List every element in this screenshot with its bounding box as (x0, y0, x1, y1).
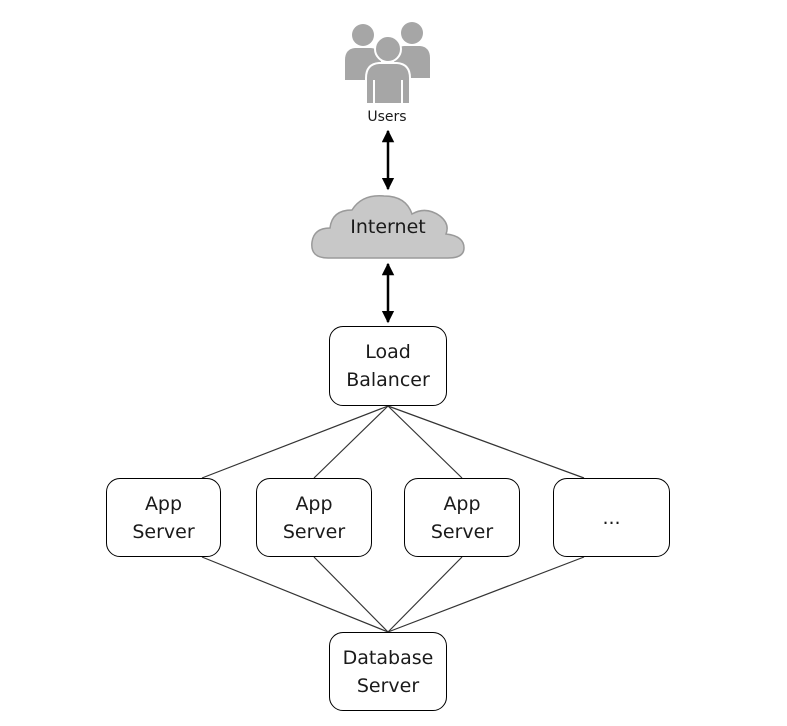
app-server-2-label: App Server (282, 492, 346, 543)
lb-app-server-4-connector (387, 405, 585, 479)
load-balancer-node: Load Balancer (329, 326, 447, 406)
lb-app-server-3-connector (387, 405, 463, 479)
database-server-label: Database Server (342, 646, 434, 697)
lb-app-server-1-connector (201, 405, 389, 479)
database-server-node: Database Server (329, 632, 447, 711)
load-balancer-label: Load Balancer (346, 341, 430, 391)
users-group-icon (345, 22, 430, 105)
app-server-1-node: App Server (106, 478, 221, 557)
app-server-3-label: App Server (430, 492, 494, 543)
app-server-1-label: App Server (132, 492, 195, 543)
app-server-more-label: ... (602, 506, 621, 529)
internet-label: Internet (350, 216, 426, 238)
users-label: Users (367, 109, 407, 125)
app-server-more-node: ... (553, 478, 670, 557)
app-server-2-node: App Server (256, 478, 372, 557)
app-server-3-db-connector (387, 556, 463, 633)
cloud-icon (311, 195, 465, 259)
app-server-2-db-connector (313, 556, 389, 633)
lb-app-server-2-connector (313, 405, 389, 479)
app-server-3-node: App Server (404, 478, 520, 557)
app-server-4-db-connector (387, 556, 585, 633)
app-server-1-db-connector (201, 556, 389, 633)
